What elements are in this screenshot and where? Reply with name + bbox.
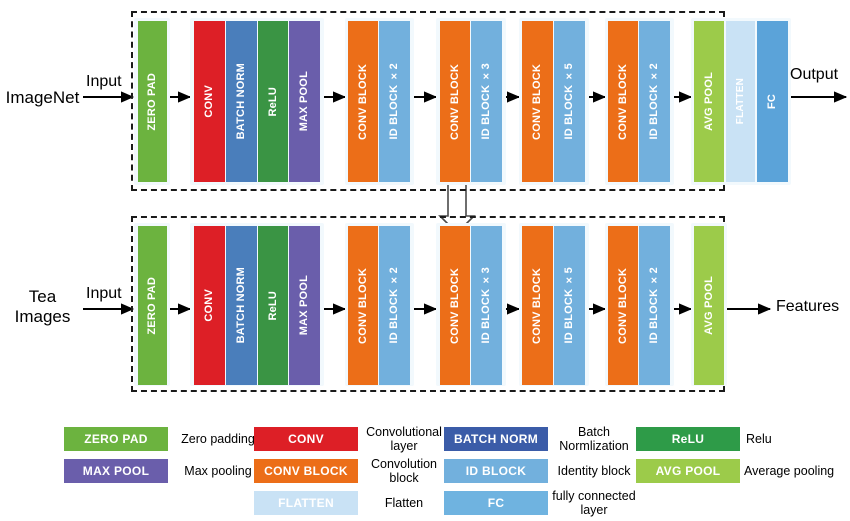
legend-swatch-label: FC <box>487 496 505 510</box>
legend-swatch-label: BATCH NORM <box>453 432 539 446</box>
block-label: AVG POOL <box>702 276 715 335</box>
block-zero-pad-bottom[interactable]: ZERO PAD <box>138 226 167 385</box>
block-id-block-x5-top[interactable]: ID BLOCK ×5 <box>554 21 585 182</box>
block-id-block-x2-a-top[interactable]: ID BLOCK ×2 <box>379 21 410 182</box>
block-id-block-x2-b-bottom[interactable]: ID BLOCK ×2 <box>639 226 670 385</box>
block-conv-block-3-bottom[interactable]: CONV BLOCK <box>522 226 553 385</box>
block-id-block-x3-top[interactable]: ID BLOCK ×3 <box>471 21 502 182</box>
block-avg-pool-top[interactable]: AVG POOL <box>694 21 724 182</box>
block-label: FC <box>766 93 778 110</box>
block-id-block-x3-bottom[interactable]: ID BLOCK ×3 <box>471 226 502 385</box>
legend-swatch-relu[interactable]: ReLU <box>636 427 740 451</box>
legend-desc-flatten: Flatten <box>384 496 424 510</box>
legend-desc-conv: Convolutional layer <box>366 425 442 453</box>
block-label: CONV BLOCK <box>356 63 369 140</box>
block-label: ReLU <box>266 290 279 321</box>
block-conv-block-4-top[interactable]: CONV BLOCK <box>608 21 638 182</box>
legend-swatch-label: ReLU <box>671 432 705 446</box>
block-label: CONV BLOCK <box>356 267 369 344</box>
block-id-block-x2-a-bottom[interactable]: ID BLOCK ×2 <box>379 226 410 385</box>
legend-desc-fc: fully connected layer <box>552 489 636 517</box>
block-label: ID BLOCK ×2 <box>648 267 660 344</box>
legend-swatch-label: FLATTEN <box>278 496 334 510</box>
legend-desc-max-pool: Max pooling <box>184 464 252 478</box>
legend-swatch-batch-norm[interactable]: BATCH NORM <box>444 427 548 451</box>
block-label: MAX POOL <box>298 71 310 132</box>
block-conv-top[interactable]: CONV <box>194 21 225 182</box>
legend-swatch-label: AVG POOL <box>655 464 721 478</box>
block-avg-pool-bottom[interactable]: AVG POOL <box>694 226 724 385</box>
block-label: CONV BLOCK <box>616 267 629 344</box>
block-label: FLATTEN <box>734 78 746 125</box>
block-relu-top[interactable]: ReLU <box>258 21 288 182</box>
legend-desc-batch-norm: Batch Normlization <box>559 425 629 453</box>
legend-swatch-max-pool[interactable]: MAX POOL <box>64 459 168 483</box>
output-label-features: Features <box>776 298 840 315</box>
block-label: ZERO PAD <box>146 276 158 335</box>
block-conv-block-3-top[interactable]: CONV BLOCK <box>522 21 553 182</box>
legend: ZERO PAD Zero padding MAX POOL Max pooli… <box>0 415 850 521</box>
block-conv-block-2-top[interactable]: CONV BLOCK <box>440 21 470 182</box>
block-label: ZERO PAD <box>146 72 158 131</box>
block-max-pool-top[interactable]: MAX POOL <box>289 21 320 182</box>
block-label: CONV <box>203 85 215 118</box>
block-label: CONV BLOCK <box>531 267 543 344</box>
block-flatten-top[interactable]: FLATTEN <box>726 21 755 182</box>
legend-desc-conv-block: Convolution block <box>370 457 437 485</box>
legend-desc-zero-pad: Zero padding <box>181 432 255 446</box>
source-label-imagenet: ImageNet <box>5 88 80 107</box>
block-label: ID BLOCK ×3 <box>480 63 492 140</box>
input-label-top: Input <box>86 73 122 90</box>
block-label: CONV <box>203 289 215 322</box>
legend-desc-relu: Relu <box>746 432 772 446</box>
block-relu-bottom[interactable]: ReLU <box>258 226 288 385</box>
block-label: CONV BLOCK <box>531 63 543 140</box>
block-label: BATCH NORM <box>235 267 247 344</box>
legend-swatch-label: MAX POOL <box>82 464 150 478</box>
block-conv-block-4-bottom[interactable]: CONV BLOCK <box>608 226 638 385</box>
legend-swatch-zero-pad[interactable]: ZERO PAD <box>64 427 168 451</box>
block-label: ID BLOCK ×2 <box>648 63 660 140</box>
output-label-top: Output <box>790 66 839 83</box>
block-max-pool-bottom[interactable]: MAX POOL <box>289 226 320 385</box>
block-id-block-x2-b-top[interactable]: ID BLOCK ×2 <box>639 21 670 182</box>
legend-swatch-conv-block[interactable]: CONV BLOCK <box>254 459 358 483</box>
input-label-bottom: Input <box>86 285 122 302</box>
block-label: AVG POOL <box>702 72 715 131</box>
source-label-line2: Images <box>14 307 71 326</box>
block-conv-block-1-top[interactable]: CONV BLOCK <box>348 21 378 182</box>
block-label: CONV BLOCK <box>616 63 629 140</box>
legend-swatch-flatten[interactable]: FLATTEN <box>254 491 358 515</box>
block-label: BATCH NORM <box>235 63 247 140</box>
block-fc-top[interactable]: FC <box>757 21 788 182</box>
legend-swatch-label: ZERO PAD <box>84 432 148 446</box>
legend-swatch-avg-pool[interactable]: AVG POOL <box>636 459 740 483</box>
block-label: ReLU <box>266 86 279 117</box>
block-batch-norm-bottom[interactable]: BATCH NORM <box>226 226 257 385</box>
block-label: CONV BLOCK <box>448 63 461 140</box>
legend-swatch-label: ID BLOCK <box>465 464 527 478</box>
block-label: ID BLOCK ×5 <box>563 63 575 140</box>
block-label: ID BLOCK ×3 <box>480 267 492 344</box>
block-conv-block-1-bottom[interactable]: CONV BLOCK <box>348 226 378 385</box>
legend-swatch-fc[interactable]: FC <box>444 491 548 515</box>
legend-swatch-label: CONV BLOCK <box>264 464 348 478</box>
block-label: ID BLOCK ×5 <box>563 267 575 344</box>
block-label: CONV BLOCK <box>448 267 461 344</box>
block-label: ID BLOCK ×2 <box>388 267 400 344</box>
source-label-line1: Tea <box>28 287 57 306</box>
source-label-tea-images: Tea Images <box>0 287 85 327</box>
block-zero-pad-top[interactable]: ZERO PAD <box>138 21 167 182</box>
block-batch-norm-top[interactable]: BATCH NORM <box>226 21 257 182</box>
legend-swatch-conv[interactable]: CONV <box>254 427 358 451</box>
legend-swatch-label: CONV <box>288 432 324 446</box>
block-conv-block-2-bottom[interactable]: CONV BLOCK <box>440 226 470 385</box>
block-label: ID BLOCK ×2 <box>388 63 400 140</box>
block-id-block-x5-bottom[interactable]: ID BLOCK ×5 <box>554 226 585 385</box>
block-conv-bottom[interactable]: CONV <box>194 226 225 385</box>
legend-swatch-id-block[interactable]: ID BLOCK <box>444 459 548 483</box>
block-label: MAX POOL <box>298 275 310 336</box>
legend-desc-avg-pool: Average pooling <box>744 464 835 478</box>
legend-desc-id-block: Identity block <box>557 464 631 478</box>
